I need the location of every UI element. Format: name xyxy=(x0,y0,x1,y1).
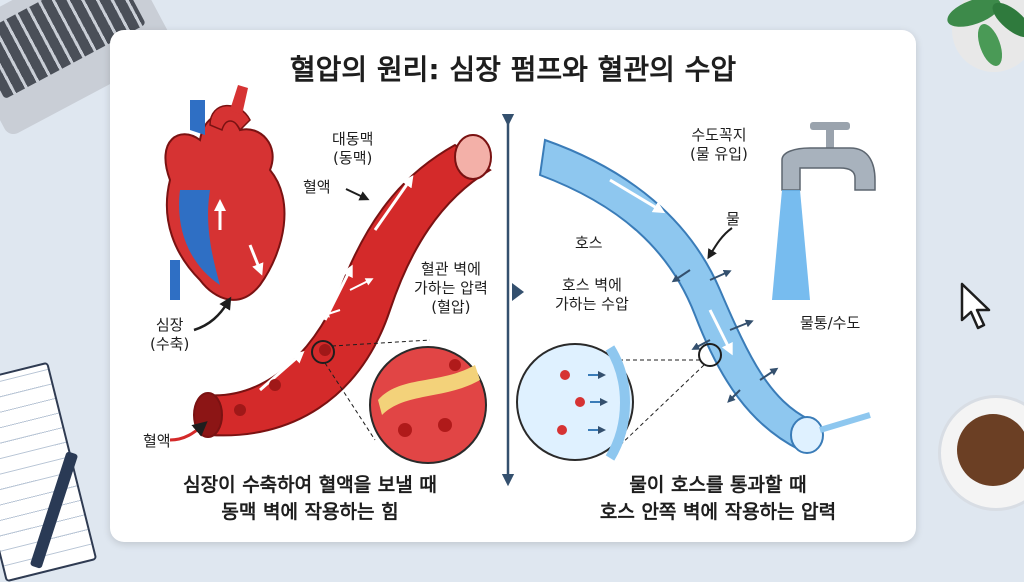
artery-illustration xyxy=(193,134,492,438)
wall-pressure-line3: (혈압) xyxy=(431,298,471,316)
faucet-label-line2: (물 유입) xyxy=(690,145,748,163)
illustration xyxy=(164,85,876,487)
right-caption: 물이 호스를 통과할 때 호스 안쪽 벽에 작용하는 압력 xyxy=(538,472,898,526)
hose-label: 호스 xyxy=(575,234,603,252)
divider-arrow xyxy=(501,113,524,487)
page-title: 혈압의 원리: 심장 펌프와 혈관의 수압 xyxy=(289,53,737,86)
hose-pressure-label: 호스 벽에 가하는 수압 xyxy=(555,276,629,314)
mouse-cursor-icon xyxy=(960,282,991,330)
artery-label-line1: 대동맥 xyxy=(332,130,374,148)
left-caption-line1: 심장이 수축하여 혈액을 보낼 때 xyxy=(183,474,437,496)
hose-pressure-line1: 호스 벽에 xyxy=(561,276,622,294)
heart-illustration xyxy=(164,85,286,301)
plant-decoration xyxy=(947,0,1024,72)
faucet-illustration xyxy=(772,122,876,300)
faucet-label-line1: 수도꼭지 xyxy=(691,126,747,144)
hose-pressure-line2: 가하는 수압 xyxy=(555,295,629,313)
right-caption-line1: 물이 호스를 통과할 때 xyxy=(629,474,807,496)
coffee-cup-decoration xyxy=(938,395,1024,511)
infographic-card: 혈압의 원리: 심장 펌프와 혈관의 수압 xyxy=(110,30,916,542)
left-caption-line2: 동맥 벽에 작용하는 힘 xyxy=(221,501,399,523)
heart-label-line1: 심장 xyxy=(155,316,184,334)
hose-wall-zoom xyxy=(516,343,722,461)
faucet-label: 수도꼭지 (물 유입) xyxy=(690,126,748,164)
left-caption: 심장이 수축하여 혈액을 보낼 때 동맥 벽에 작용하는 힘 xyxy=(140,472,480,526)
heart-label: 심장 (수축) xyxy=(150,316,189,354)
hose-illustration xyxy=(538,138,871,454)
heart-label-line2: (수축) xyxy=(150,335,190,353)
wall-pressure-line1: 혈관 벽에 xyxy=(420,260,481,278)
wall-pressure-label: 혈관 벽에 가하는 압력 (혈압) xyxy=(414,260,488,317)
artery-label-line2: (동맥) xyxy=(333,149,373,167)
artery-wall-zoom xyxy=(311,339,487,464)
coffee xyxy=(957,414,1024,486)
water-label: 물 xyxy=(726,210,740,228)
notebook-decoration xyxy=(0,361,98,582)
blood-label-top: 혈액 xyxy=(303,178,331,196)
blood-label-bottom: 혈액 xyxy=(143,432,171,450)
right-caption-line2: 호스 안쪽 벽에 작용하는 압력 xyxy=(599,501,837,523)
artery-label: 대동맥 (동맥) xyxy=(332,130,373,168)
wall-pressure-line2: 가하는 압력 xyxy=(414,279,488,297)
bucket-label: 물통/수도 xyxy=(800,314,861,332)
